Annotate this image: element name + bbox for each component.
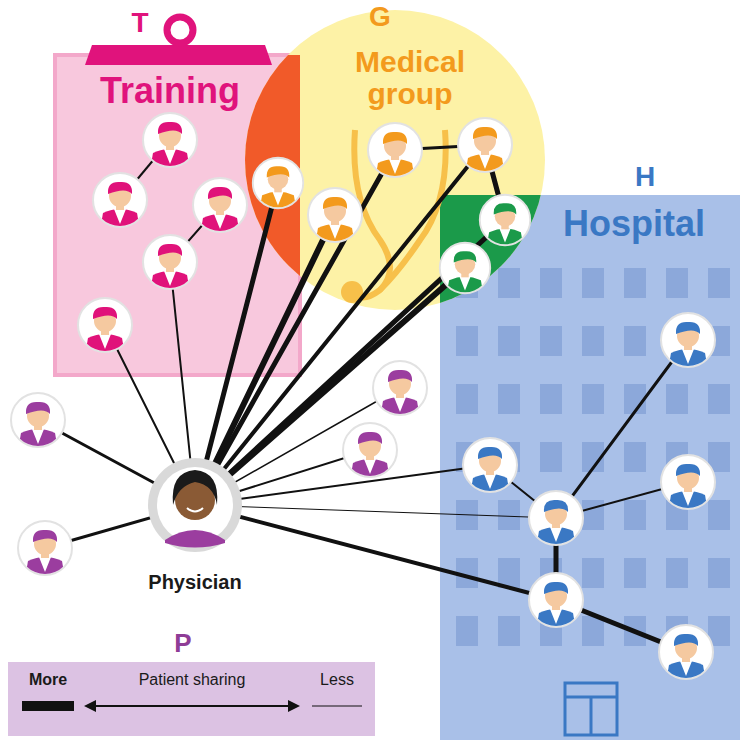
- hospital-overlap: [440, 195, 740, 740]
- region-node: G Medical group: [245, 0, 545, 310]
- panel-letter: P: [174, 630, 191, 657]
- clip-ring: [167, 17, 193, 43]
- region-letter: H: [635, 162, 655, 191]
- region-title: Hospital: [563, 205, 705, 243]
- windows: [452, 262, 732, 662]
- node-label: Physician: [148, 572, 241, 593]
- door: [565, 683, 617, 735]
- thin-line-sample: [312, 706, 362, 707]
- legend-heading: Patient sharing: [139, 672, 246, 689]
- region-node: Physician: [130, 452, 260, 602]
- legend-panel: [8, 662, 375, 736]
- region-node: H Hospital: [440, 160, 740, 740]
- region-letter: T: [131, 8, 148, 37]
- legend-text: Less: [320, 672, 354, 689]
- clipboard-clip: [85, 45, 272, 65]
- region-node: T Training: [55, 0, 300, 375]
- physician-avatar: [148, 458, 242, 552]
- region-letter: G: [369, 2, 391, 31]
- patient-sharing-links: [38, 145, 556, 600]
- thick-line-sample: [22, 701, 74, 711]
- legend-arrow: [92, 705, 292, 707]
- region-title: Medical group: [320, 46, 500, 109]
- region-title: Training: [100, 72, 240, 110]
- colleague-avatars: [11, 113, 715, 682]
- hospital-building: [440, 195, 740, 740]
- legend-text: More: [29, 672, 67, 689]
